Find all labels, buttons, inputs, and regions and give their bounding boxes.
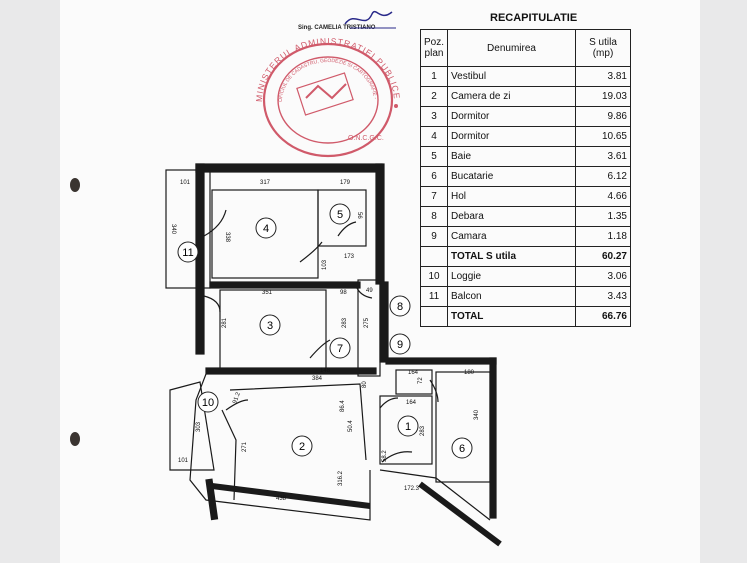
dimension-label: 86.4 xyxy=(340,400,346,412)
room-number: 5 xyxy=(337,209,343,221)
dimension-label: 283 xyxy=(342,317,348,328)
dimension-label: 148 xyxy=(320,368,331,374)
punch-hole xyxy=(70,178,80,192)
dimension-label: 164 xyxy=(406,400,417,406)
room-marker-11: 11 xyxy=(177,241,199,263)
dimension-label: 101 xyxy=(180,180,191,186)
dimension-label: 103 xyxy=(322,259,328,270)
dimension-label: 275 xyxy=(364,317,370,328)
room-marker-2: 2 xyxy=(291,435,313,457)
room-number: 10 xyxy=(202,397,214,409)
dimension-label: 316.2 xyxy=(338,470,344,486)
dimension-label: 180 xyxy=(464,370,475,376)
room-marker-6: 6 xyxy=(451,437,473,459)
room-marker-7: 7 xyxy=(329,337,351,359)
row-area: 66.76 xyxy=(575,306,631,327)
dimension-label: 101 xyxy=(178,458,189,464)
dimension-label: 281 xyxy=(222,317,228,328)
dimension-label: 303 xyxy=(196,421,202,432)
room-marker-5: 5 xyxy=(329,203,351,225)
dimension-label: 164 xyxy=(408,370,419,376)
signature-caption: Sing. CAMELIA TRISTIANO xyxy=(298,25,376,31)
dimension-label: 317 xyxy=(260,180,271,186)
room-marker-1: 1 xyxy=(397,415,419,437)
punch-hole xyxy=(70,432,80,446)
room-number: 4 xyxy=(263,223,269,235)
room-marker-3: 3 xyxy=(259,314,281,336)
room-marker-10: 10 xyxy=(197,391,219,413)
dimension-label: 179 xyxy=(340,180,351,186)
room-number: 11 xyxy=(182,247,193,259)
dimension-label: 340 xyxy=(474,409,480,420)
dimension-label: 271 xyxy=(242,441,248,452)
header-pos: Poz. plan xyxy=(419,29,449,67)
dimension-label: 98 xyxy=(340,290,347,296)
row-pos: 9 xyxy=(419,226,449,247)
dimension-label: 351 xyxy=(262,290,273,296)
room-number: 9 xyxy=(397,339,403,351)
dimension-label: 438 xyxy=(276,496,287,502)
dimension-label: 173 xyxy=(344,254,355,260)
room-marker-8: 8 xyxy=(389,295,411,317)
dimension-label: 72 xyxy=(418,377,424,384)
dimension-label: 340 xyxy=(170,224,176,235)
room-number: 1 xyxy=(405,421,411,433)
row-name: TOTAL xyxy=(447,306,576,327)
header-area: S utila (mp) xyxy=(575,29,631,67)
dimension-label: 80 xyxy=(362,381,368,388)
row-pos xyxy=(419,306,449,327)
room-number: 2 xyxy=(299,441,305,453)
dimension-label: 58.2 xyxy=(382,450,388,462)
dimension-label: 56 xyxy=(356,212,362,219)
room-marker-9: 9 xyxy=(389,333,411,355)
dimension-label: 338 xyxy=(224,232,230,243)
dimension-label: 172.3 xyxy=(404,486,420,492)
room-marker-4: 4 xyxy=(255,217,277,239)
recap-title: RECAPITULATIE xyxy=(490,12,578,24)
room-number: 6 xyxy=(459,443,465,455)
room-number: 7 xyxy=(337,343,343,355)
room-number: 3 xyxy=(267,320,273,332)
dimension-label: 50.4 xyxy=(348,420,354,432)
dimension-label: 283 xyxy=(420,425,426,436)
stamp-bottom-text: O.N.C.G.C. xyxy=(348,135,384,142)
dimension-label: 384 xyxy=(312,376,323,382)
room-number: 8 xyxy=(397,301,403,313)
row-area: 3.06 xyxy=(575,266,631,287)
dimension-label: 49 xyxy=(366,288,373,294)
dimension-label: 91.2 xyxy=(232,391,242,405)
